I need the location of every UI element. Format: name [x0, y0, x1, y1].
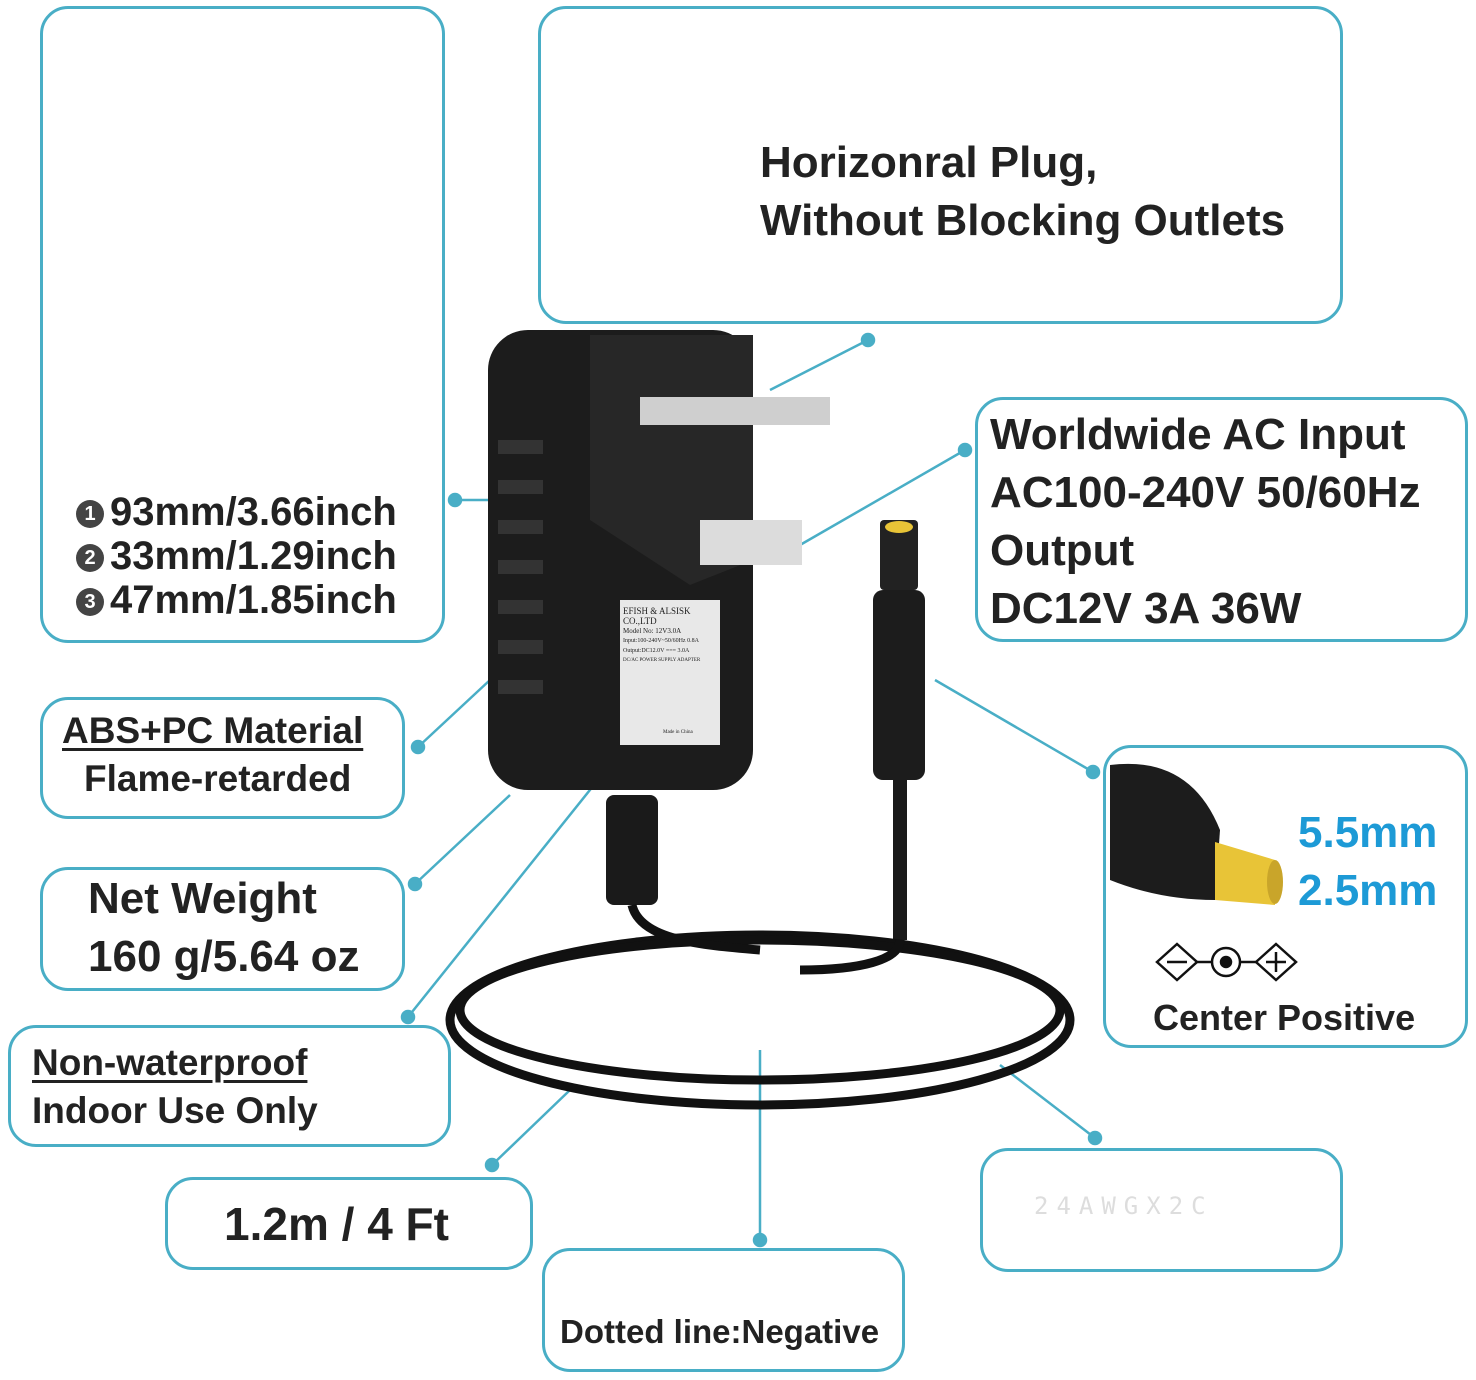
label-model: Model No: 12V3.0A [623, 627, 682, 635]
label-output: Output:DC12.0V === 3.0A [623, 648, 690, 654]
material-line-2: Flame-retarded [84, 758, 352, 799]
label-origin: Made in China [663, 730, 693, 735]
dc-plug-image [873, 520, 925, 940]
badge-2: 2 [76, 544, 104, 573]
connector-box [1103, 745, 1468, 1048]
specs-line-2: AC100-240V 50/60Hz [990, 468, 1421, 517]
badge-1: 1 [76, 500, 104, 529]
indoor-line-1: Non-waterproof [32, 1042, 308, 1083]
label-brand: EFISH & ALSISK CO.,LTD [623, 606, 691, 626]
specs-line-1: Worldwide AC Input [990, 410, 1406, 459]
weight-line-1: Net Weight [88, 874, 317, 923]
polarity-label: Center Positive [1153, 997, 1416, 1038]
adapter-label: EFISH & ALSISK CO.,LTD Model No: 12V3.0A… [623, 606, 719, 738]
specs-line-3: Output [990, 526, 1135, 575]
label-type: DC/AC POWER SUPPLY ADAPTER [623, 658, 701, 663]
main-adapter-image [488, 330, 830, 905]
inner-diameter: 2.5mm [1298, 866, 1438, 915]
indoor-line-2: Indoor Use Only [32, 1090, 318, 1131]
dimension-text-2: 33mm/1.29inch [110, 534, 397, 578]
polarity-icon [1155, 942, 1298, 982]
cable-length: 1.2m / 4 Ft [224, 1198, 449, 1250]
wire-print-text: 24AWGX2C [1034, 1192, 1214, 1220]
wire-box [980, 1148, 1343, 1272]
coiled-cable-image [445, 903, 1075, 1110]
outer-diameter: 5.5mm [1298, 808, 1438, 857]
plug-line-1: Horizonral Plug, [760, 138, 1098, 187]
dimension-text-1: 93mm/3.66inch [110, 490, 397, 534]
dimensions-box [40, 6, 445, 643]
plug-line-2: Without Blocking Outlets [760, 196, 1286, 245]
badge-3: 3 [76, 588, 104, 617]
specs-line-4: DC12V 3A 36W [990, 584, 1302, 633]
specs-box [975, 397, 1468, 642]
material-line-1: ABS+PC Material [62, 710, 364, 751]
indoor-box [8, 1025, 451, 1147]
material-box [40, 697, 405, 819]
label-input: Input:100-240V~50/60Hz 0.8A [623, 638, 699, 644]
weight-line-2: 160 g/5.64 oz [88, 932, 360, 981]
weight-box [40, 867, 405, 991]
plug-box [538, 6, 1343, 324]
length-box [165, 1177, 533, 1270]
negative-label: Dotted line:Negative [560, 1313, 880, 1350]
negative-box [542, 1248, 905, 1372]
connector-closeup-image [1110, 763, 1283, 905]
dimension-text-3: 47mm/1.85inch [110, 578, 397, 622]
